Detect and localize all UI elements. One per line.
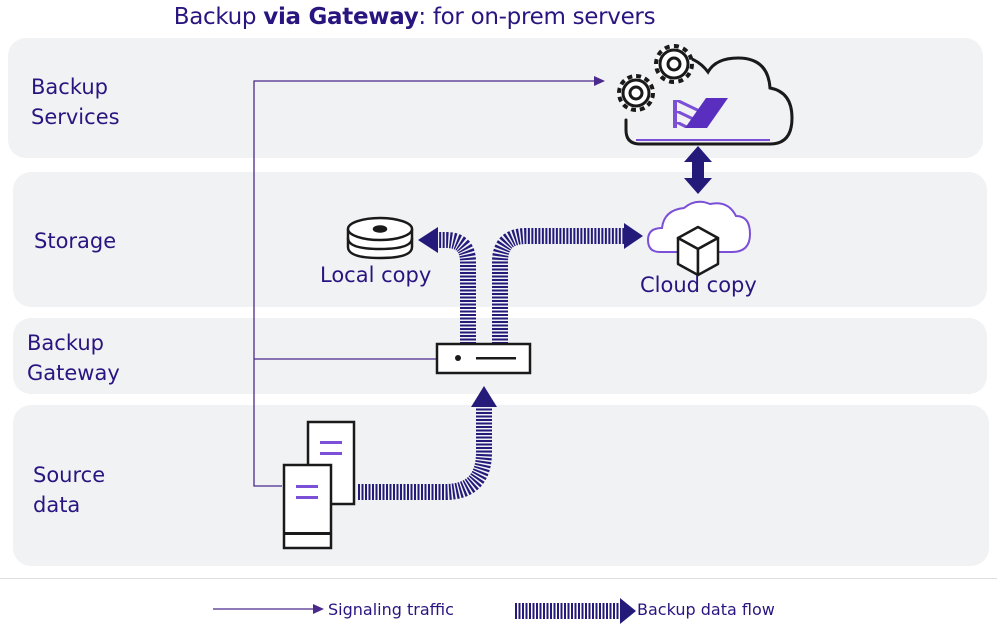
server-front-line-1 bbox=[296, 485, 318, 488]
disk-icon bbox=[346, 216, 414, 260]
title-suffix: : for on-prem servers bbox=[418, 4, 656, 30]
box-icon bbox=[676, 225, 720, 277]
band-label-backup-gateway: Backup Gateway bbox=[27, 331, 120, 385]
flow-cloud-to-services bbox=[692, 158, 704, 182]
band-backup-services bbox=[8, 38, 983, 158]
diagram-title: Backup via Gateway: for on-prem servers bbox=[0, 4, 829, 30]
signal-line-main bbox=[253, 80, 600, 487]
flow-arrowhead-cloud bbox=[624, 223, 643, 249]
legend-divider bbox=[0, 578, 997, 579]
legend-signaling-label: Signaling traffic bbox=[328, 600, 454, 619]
flow-arrowhead-local bbox=[418, 227, 438, 253]
signaling-lines bbox=[253, 76, 605, 487]
flow-gateway-to-local bbox=[438, 232, 476, 344]
legend-backup-flow-label: Backup data flow bbox=[637, 600, 775, 619]
server-back-line-1 bbox=[320, 441, 342, 444]
flow-source-to-gateway bbox=[358, 406, 492, 500]
gateway-led bbox=[455, 355, 461, 361]
flow-arrowhead-gateway bbox=[471, 386, 497, 407]
gateway-appliance-icon bbox=[435, 342, 532, 375]
band-label-source-data: Source data bbox=[33, 463, 106, 517]
legend-backup-arrowhead bbox=[620, 598, 636, 624]
local-copy-label: Local copy bbox=[320, 263, 432, 287]
band-label-storage: Storage bbox=[34, 229, 117, 253]
gear-icon-small bbox=[654, 44, 694, 84]
server-stack-icon bbox=[282, 420, 356, 550]
legend-signaling-arrowhead bbox=[313, 604, 324, 614]
disk-middle-line bbox=[346, 237, 414, 251]
cloud-copy-label: Cloud copy bbox=[640, 273, 757, 297]
cloud-box-icon bbox=[646, 200, 752, 277]
signal-arrowhead bbox=[594, 76, 605, 86]
title-emphasis: via Gateway bbox=[263, 4, 419, 30]
flow-arrowhead-up bbox=[684, 146, 712, 162]
band-source-data bbox=[13, 405, 989, 566]
flow-gateway-to-cloud bbox=[492, 228, 625, 344]
server-front bbox=[282, 463, 333, 550]
brand-logo-icon bbox=[673, 98, 728, 128]
disk-hub bbox=[372, 225, 388, 233]
server-front-base bbox=[284, 532, 331, 535]
gear-icon-large bbox=[617, 74, 655, 112]
legend bbox=[213, 598, 636, 624]
services-cloud-outline bbox=[624, 54, 794, 146]
backup-flow-arrows bbox=[358, 146, 712, 500]
title-prefix: Backup bbox=[173, 4, 264, 30]
gateway-slot bbox=[476, 357, 516, 360]
server-front-line-2 bbox=[296, 496, 318, 499]
band-label-backup-services: Backup Services bbox=[31, 75, 120, 129]
flow-arrowhead-down bbox=[684, 178, 712, 194]
cloud-gears-logo-icon bbox=[617, 44, 794, 146]
server-back-line-2 bbox=[320, 452, 342, 455]
